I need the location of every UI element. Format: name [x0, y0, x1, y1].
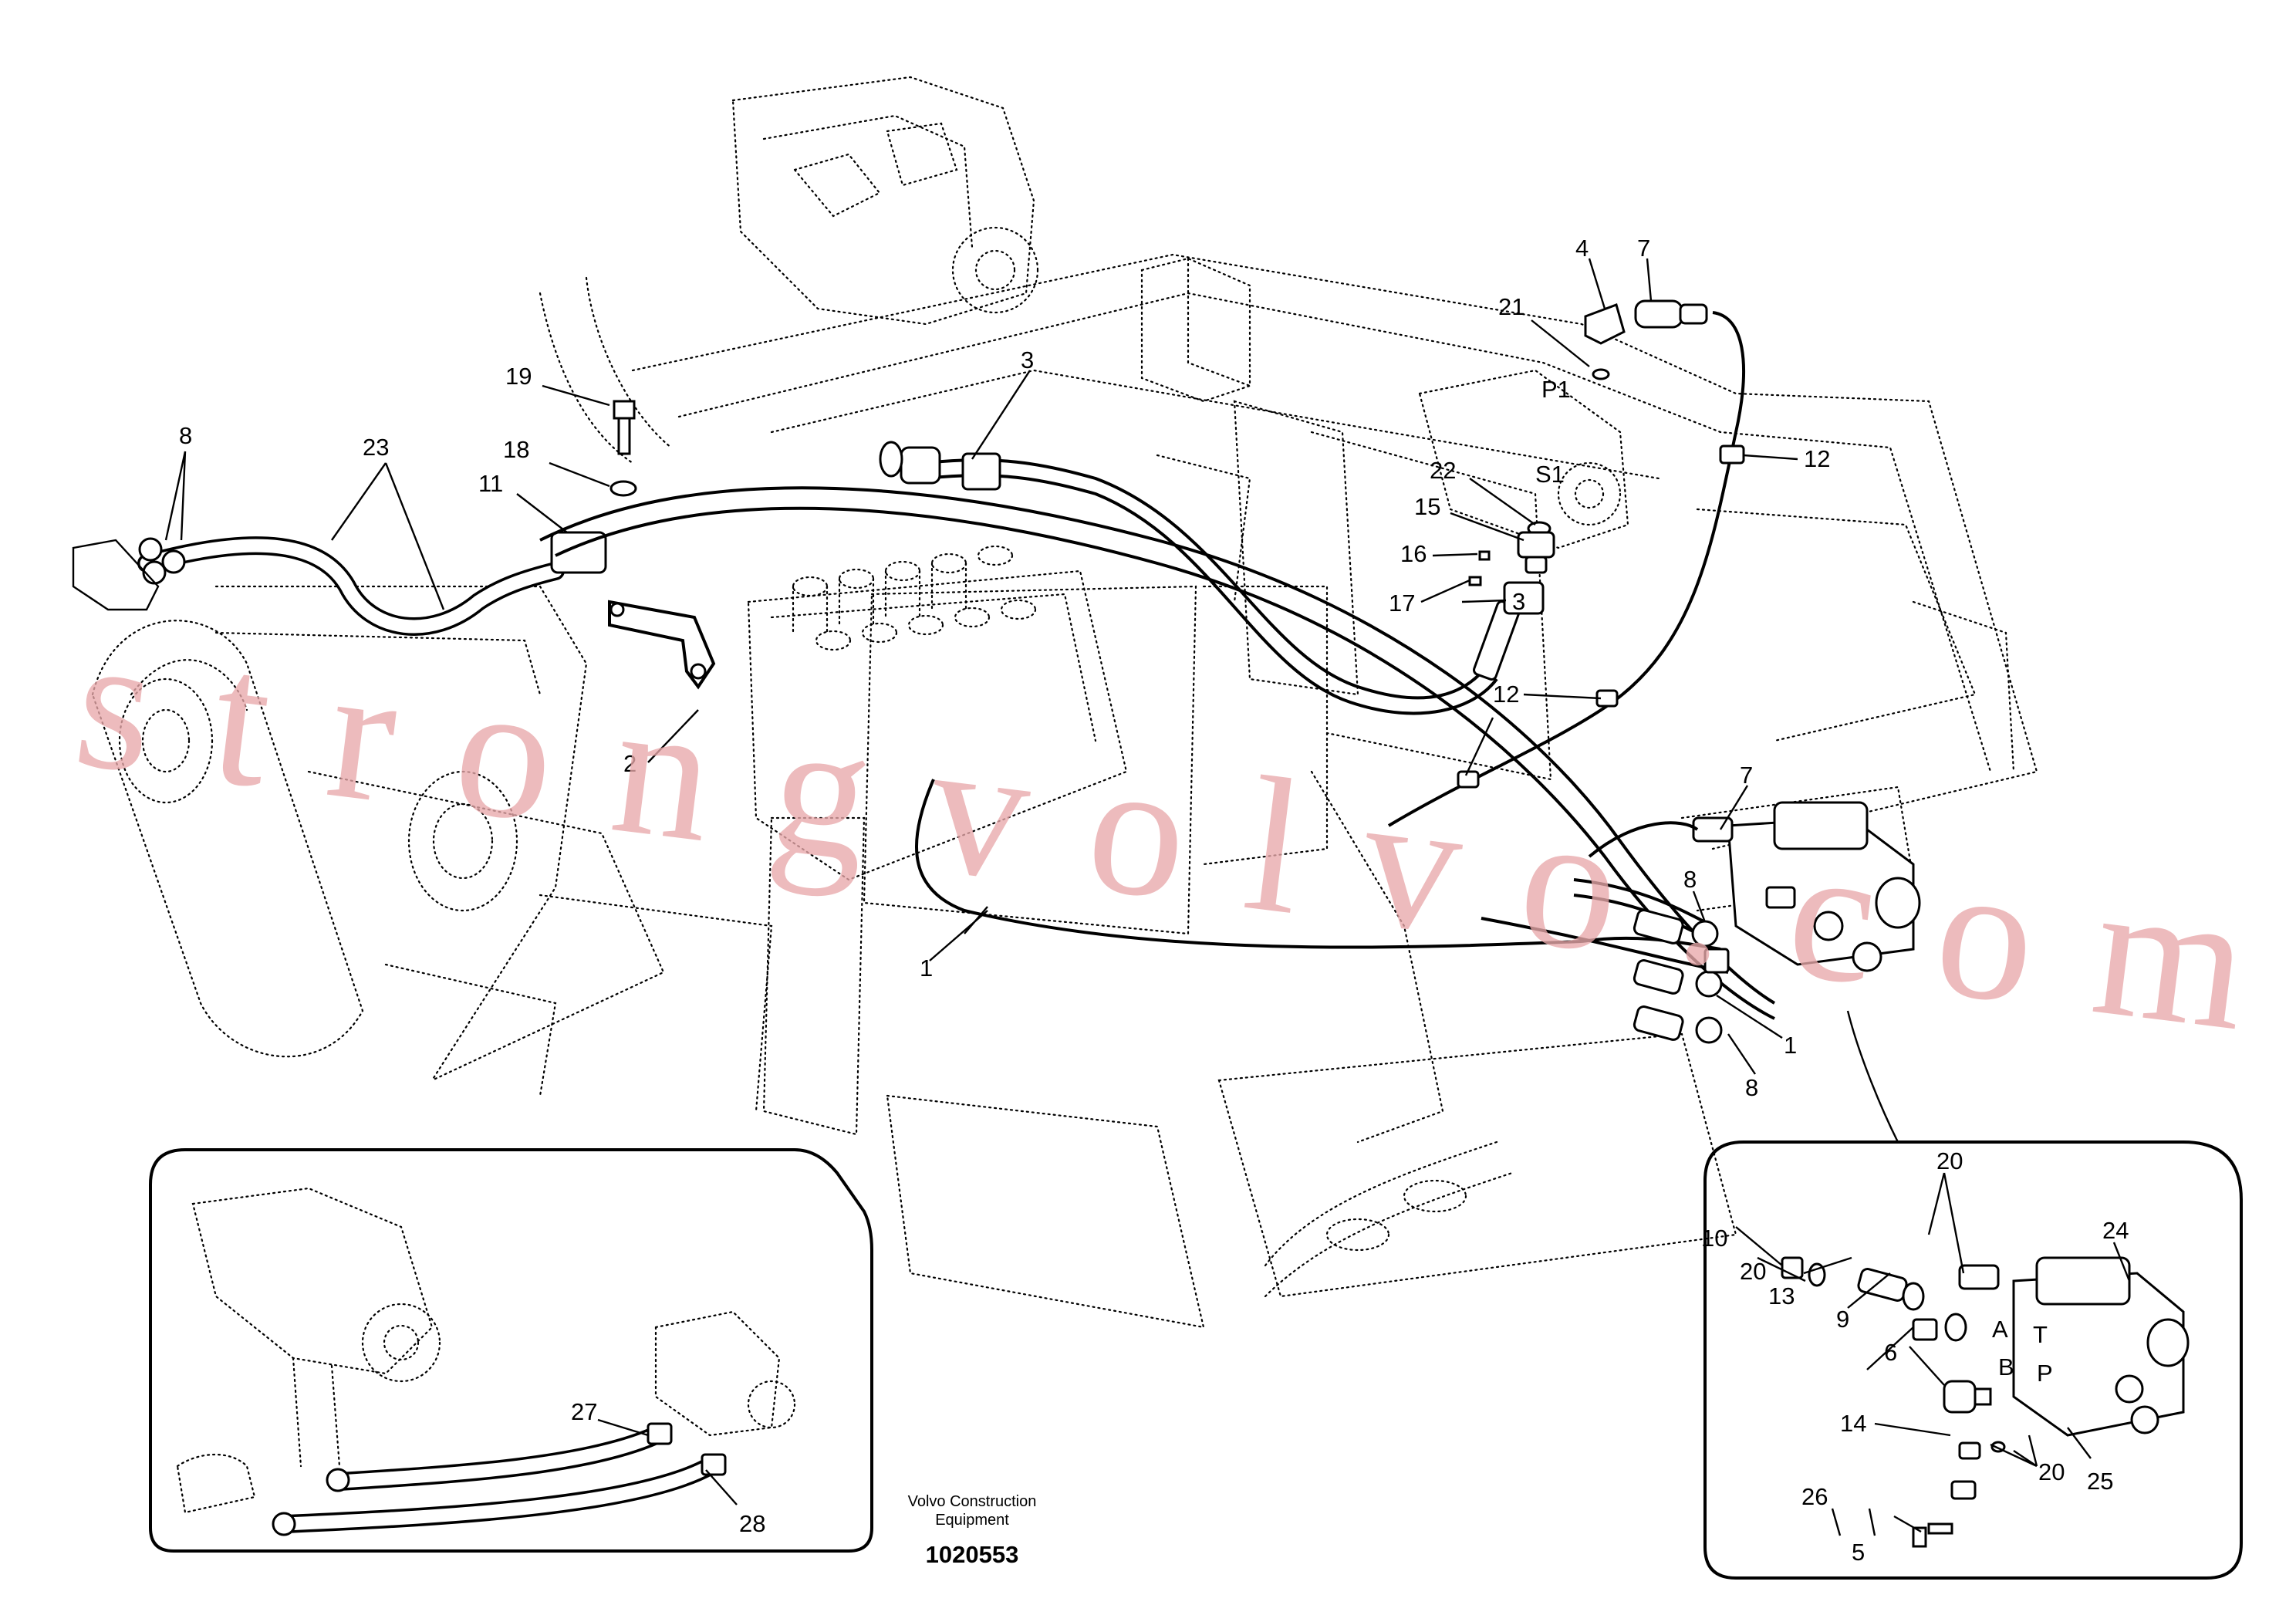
callout-10: 10 — [1701, 1225, 1727, 1252]
hoses-8 — [1481, 878, 1729, 1044]
callout-11: 11 — [478, 470, 503, 497]
port-markings: P1 S1 A T B P — [1535, 376, 2053, 1387]
callout-3: 3 — [1512, 588, 1525, 615]
callout-5: 5 — [1852, 1539, 1865, 1566]
valve-spools — [792, 545, 1037, 651]
callout-27: 27 — [571, 1398, 597, 1425]
callout-3: 3 — [1021, 346, 1034, 373]
callout-12: 12 — [1804, 445, 1830, 472]
fittings-4-15-16-17 — [1468, 303, 1626, 586]
callout-9: 9 — [1836, 1306, 1849, 1333]
clamp-11-and-bracket-2 — [550, 531, 716, 690]
callout-28: 28 — [739, 1510, 765, 1537]
callout-17: 17 — [1389, 590, 1415, 617]
port-t: T — [2033, 1321, 2048, 1348]
callout-25: 25 — [2087, 1468, 2113, 1495]
publisher-line-1: Volvo Construction — [908, 1493, 1037, 1510]
callout-8: 8 — [1745, 1074, 1758, 1101]
callout-19: 19 — [505, 363, 532, 390]
callout-13: 13 — [1768, 1282, 1795, 1309]
callout-8: 8 — [1683, 866, 1697, 893]
callout-20: 20 — [1936, 1147, 1963, 1174]
leader-lines — [164, 258, 2131, 1536]
drawing-number: 1020553 — [926, 1541, 1019, 1568]
callout-22: 22 — [1430, 457, 1456, 484]
bolt-19-washer-18 — [609, 400, 637, 497]
callout-21: 21 — [1498, 293, 1524, 320]
callout-12: 12 — [1493, 681, 1519, 708]
callout-20: 20 — [1740, 1258, 1766, 1285]
callout-15: 15 — [1414, 493, 1440, 520]
callout-24: 24 — [2102, 1217, 2129, 1244]
callout-26: 26 — [1801, 1483, 1828, 1510]
watermark: strongvolvo.com — [66, 593, 2259, 1071]
callout-14: 14 — [1840, 1410, 1866, 1437]
callout-16: 16 — [1400, 540, 1427, 567]
callout-23: 23 — [363, 434, 389, 461]
port-p1: P1 — [1541, 376, 1571, 403]
hose-3 — [879, 441, 1545, 715]
solenoid-valve — [1588, 801, 1921, 974]
port-s1: S1 — [1535, 461, 1565, 488]
drawing-caption: Volvo Construction Equipment 1020553 — [908, 1493, 1037, 1568]
callout-20: 20 — [2038, 1458, 2065, 1485]
callout-2: 2 — [623, 750, 636, 777]
port-a: A — [1992, 1316, 2008, 1343]
inset-pump-hose-view — [149, 1148, 873, 1553]
wire-harness-12 — [1387, 299, 1745, 827]
callout-1: 1 — [1784, 1032, 1797, 1059]
callout-4: 4 — [1575, 235, 1589, 262]
port-b: B — [1998, 1353, 2014, 1380]
hose-23 — [72, 536, 565, 636]
callout-numbers: 8 23 19 18 11 2 3 4 7 21 12 22 15 16 17 … — [179, 235, 2129, 1566]
callout-7: 7 — [1637, 235, 1650, 262]
publisher-line-2: Equipment — [935, 1512, 1009, 1529]
port-p: P — [2037, 1360, 2053, 1387]
callout-1: 1 — [920, 955, 933, 982]
callout-8: 8 — [179, 422, 192, 449]
callout-6: 6 — [1884, 1339, 1897, 1366]
callout-18: 18 — [503, 436, 529, 463]
machine-frame-outline — [91, 76, 2038, 1329]
callout-7: 7 — [1740, 762, 1753, 789]
